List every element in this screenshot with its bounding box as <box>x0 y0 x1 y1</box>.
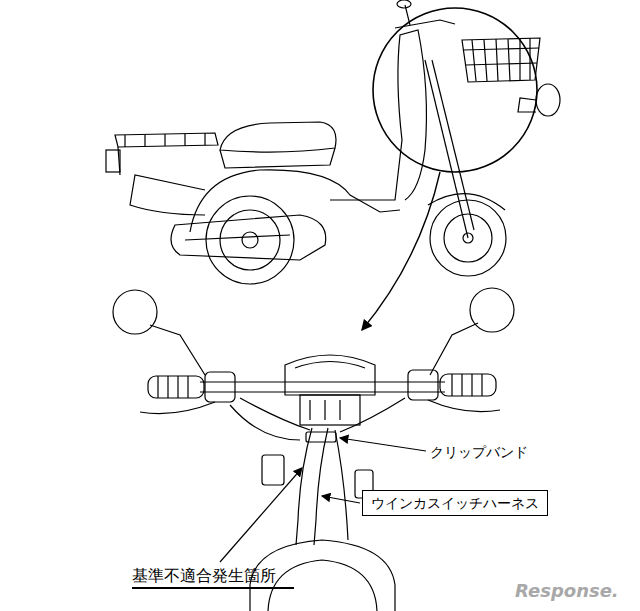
scooter-side-view <box>106 0 560 330</box>
defect-location-label: 基準不適合発生箇所 <box>132 566 294 589</box>
watermark: Response. <box>515 580 619 602</box>
part-label: クリップバンド <box>430 444 528 461</box>
callout-box: ウインカスイッチハーネス <box>362 490 548 516</box>
box-text: ウインカスイッチハーネス <box>371 494 539 512</box>
